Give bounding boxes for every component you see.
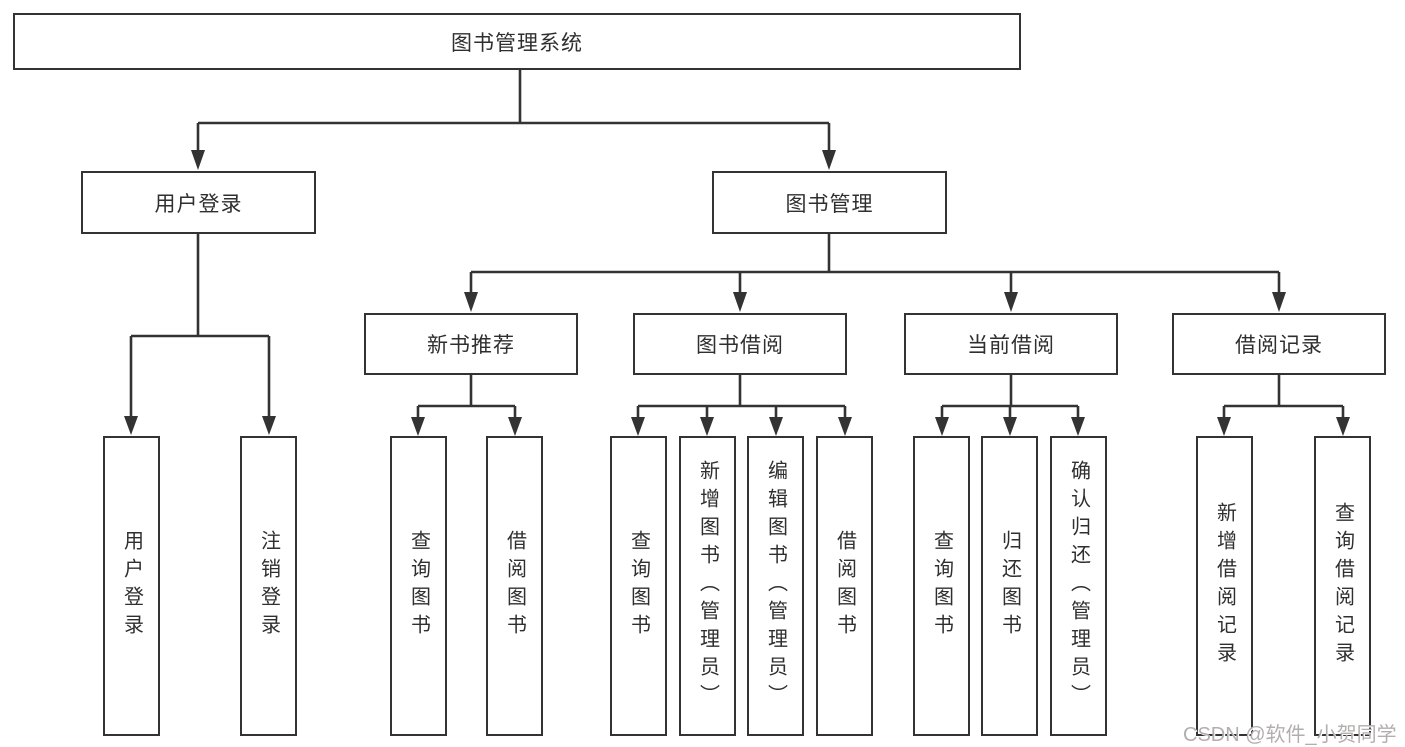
node-user-login-label: 用户登录 bbox=[154, 192, 243, 216]
leaf-borrow-books-borrowing: 借阅图书 bbox=[816, 436, 873, 736]
node-book-borrowing-label: 图书借阅 bbox=[696, 334, 784, 357]
node-new-book-recommend-label: 新书推荐 bbox=[427, 334, 515, 357]
connector-current-borrowing-to-leaves bbox=[935, 375, 1085, 436]
leaf-confirm-return-admin: 确认归还（管理员） bbox=[1050, 436, 1107, 736]
leaf-add-books-admin: 新增图书（管理员） bbox=[679, 436, 736, 736]
leaf-edit-books-admin-label: 编辑图书（管理员） bbox=[764, 460, 787, 712]
connector-new-book-recommend-to-leaves bbox=[411, 375, 522, 436]
leaf-user-login: 用户登录 bbox=[103, 436, 160, 736]
leaf-add-books-admin-label: 新增图书（管理员） bbox=[696, 460, 719, 712]
leaf-query-borrow-record-label: 查询借阅记录 bbox=[1331, 502, 1354, 670]
leaf-query-borrow-record: 查询借阅记录 bbox=[1314, 436, 1371, 736]
connector-user-login-to-leaves bbox=[124, 234, 276, 435]
node-user-login: 用户登录 bbox=[81, 171, 316, 234]
leaf-query-books-recommend-label: 查询图书 bbox=[407, 530, 430, 642]
leaf-logout-label: 注销登录 bbox=[257, 530, 280, 642]
leaf-query-books-recommend: 查询图书 bbox=[390, 436, 447, 736]
node-new-book-recommend: 新书推荐 bbox=[364, 313, 578, 375]
leaf-query-books-current: 查询图书 bbox=[913, 436, 970, 736]
node-book-borrowing: 图书借阅 bbox=[633, 313, 847, 375]
node-book-management-label: 图书管理 bbox=[785, 192, 874, 216]
leaf-return-books: 归还图书 bbox=[981, 436, 1038, 736]
node-borrowing-records: 借阅记录 bbox=[1172, 313, 1386, 375]
leaf-user-login-label: 用户登录 bbox=[120, 530, 143, 642]
leaf-confirm-return-admin-label: 确认归还（管理员） bbox=[1067, 460, 1090, 712]
leaf-query-books-current-label: 查询图书 bbox=[930, 530, 953, 642]
watermark-csdn: CSDN @软件_小贺同学 bbox=[1183, 724, 1397, 746]
leaf-logout: 注销登录 bbox=[240, 436, 297, 736]
node-current-borrowing-label: 当前借阅 bbox=[967, 334, 1055, 357]
node-current-borrowing: 当前借阅 bbox=[904, 313, 1118, 375]
leaf-query-books-borrowing: 查询图书 bbox=[610, 436, 667, 736]
leaf-edit-books-admin: 编辑图书（管理员） bbox=[747, 436, 804, 736]
leaf-add-borrow-record: 新增借阅记录 bbox=[1196, 436, 1253, 736]
connector-book-borrowing-to-leaves bbox=[631, 375, 852, 436]
node-library-management-system: 图书管理系统 bbox=[13, 13, 1021, 70]
leaf-borrow-books-recommend: 借阅图书 bbox=[486, 436, 543, 736]
leaf-borrow-books-recommend-label: 借阅图书 bbox=[503, 530, 526, 642]
node-borrowing-records-label: 借阅记录 bbox=[1235, 334, 1323, 357]
node-library-management-system-label: 图书管理系统 bbox=[451, 31, 583, 55]
leaf-add-borrow-record-label: 新增借阅记录 bbox=[1213, 502, 1236, 670]
connector-root-to-level2 bbox=[191, 70, 836, 170]
node-book-management: 图书管理 bbox=[712, 171, 947, 234]
connector-book-management-to-level3 bbox=[464, 234, 1286, 312]
leaf-query-books-borrowing-label: 查询图书 bbox=[627, 530, 650, 642]
connector-borrowing-records-to-leaves bbox=[1217, 375, 1350, 436]
leaf-return-books-label: 归还图书 bbox=[998, 530, 1021, 642]
leaf-borrow-books-borrowing-label: 借阅图书 bbox=[833, 530, 856, 642]
